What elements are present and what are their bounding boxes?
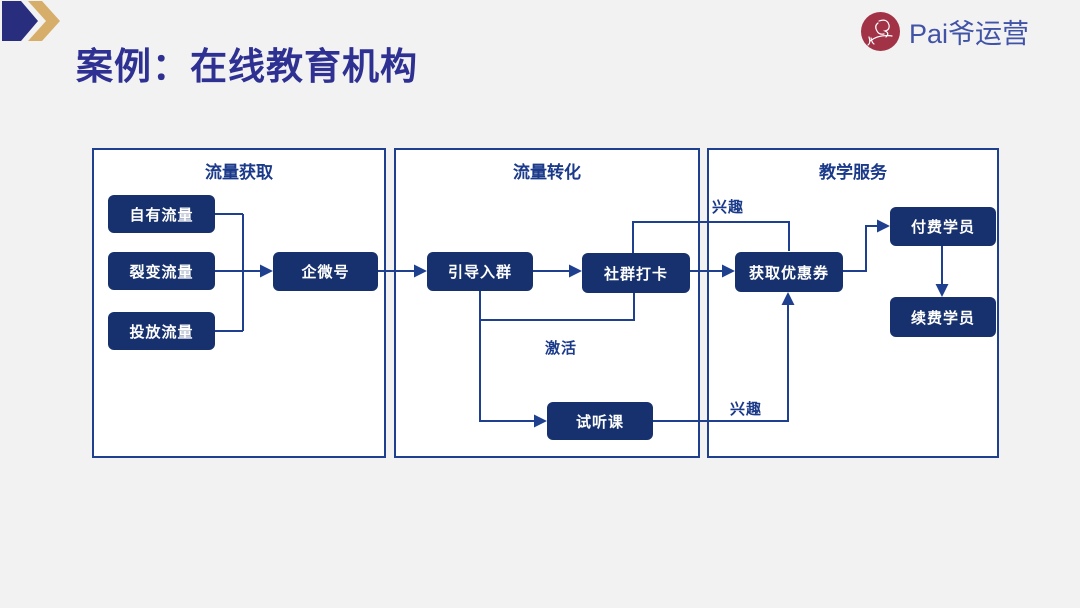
node-get-coupon: 获取优惠券 — [735, 252, 843, 292]
node-trial-class: 试听课 — [547, 402, 653, 440]
edge-label-activate: 激活 — [545, 340, 578, 357]
node-wecom-account: 企微号 — [273, 252, 378, 291]
node-own-traffic: 自有流量 — [108, 195, 215, 233]
node-renewal-student: 续费学员 — [890, 297, 996, 337]
panel-title: 流量转化 — [513, 163, 581, 182]
node-paying-student: 付费学员 — [890, 207, 996, 246]
page-title: 案例：在线教育机构 — [76, 46, 418, 87]
node-paid-traffic: 投放流量 — [108, 312, 215, 350]
edge-label-interest-bottom: 兴趣 — [730, 401, 763, 418]
node-fission-traffic: 裂变流量 — [108, 252, 215, 290]
title-bullet-icon — [2, 1, 60, 41]
brand-logo-icon — [861, 12, 900, 51]
node-community-checkin: 社群打卡 — [582, 253, 690, 293]
brand-logo: Pai爷运营 — [861, 12, 1029, 51]
edge-label-interest-top: 兴趣 — [712, 199, 745, 216]
node-guide-to-group: 引导入群 — [427, 252, 533, 291]
brand-logo-text: Pai爷运营 — [909, 19, 1030, 49]
panel-title: 流量获取 — [205, 163, 273, 182]
panel-title: 教学服务 — [819, 163, 887, 182]
